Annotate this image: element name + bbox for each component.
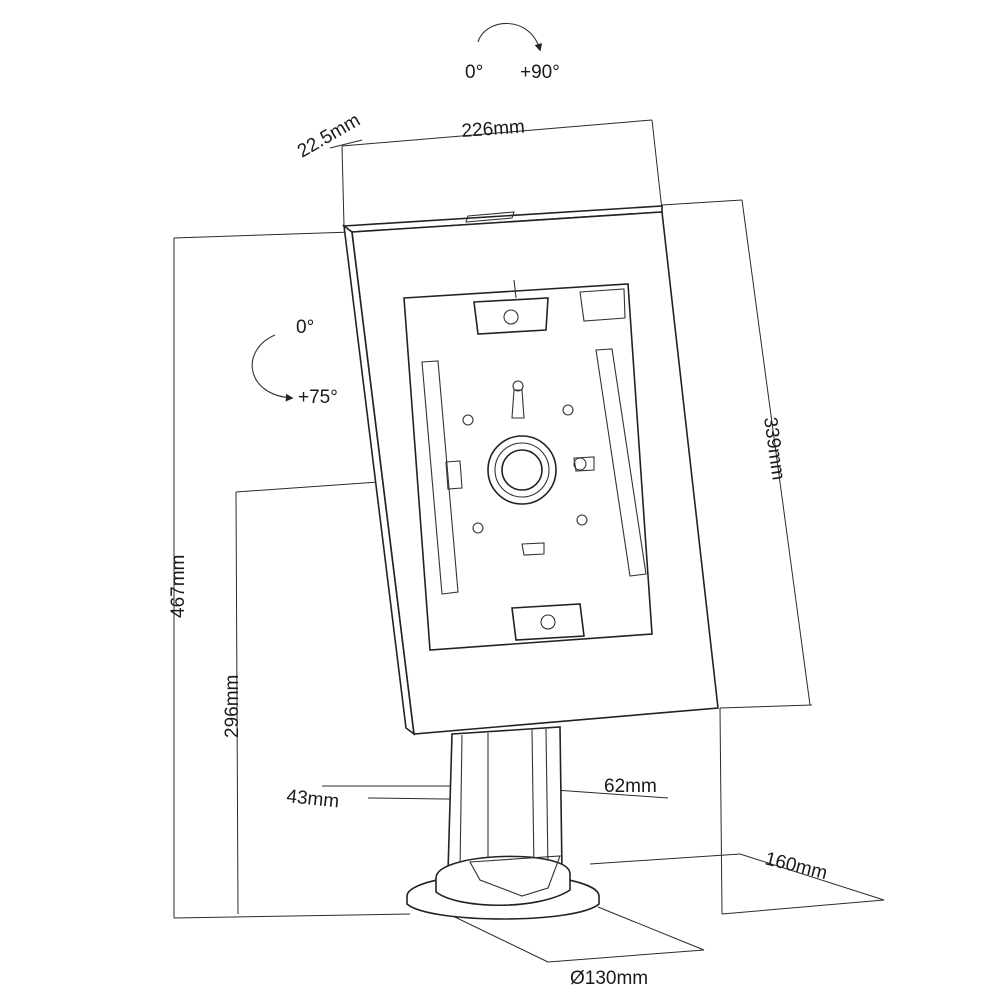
rotation-top-to-label: +90° [520,62,560,83]
bottom-clamp [511,603,585,641]
center-height-dimension-label: 296mm [222,675,243,738]
panel-height-dimension-label: 339mm [759,416,789,482]
tablet-enclosure [341,205,719,736]
depth-dimension-label: 22.5mm [294,110,364,163]
base-diameter-dimension-label: Ø130mm [570,968,648,989]
right-rail [595,348,647,577]
top-clamp [473,297,549,335]
pole-depth-dimension-label: 43mm [285,786,340,812]
base-depth-dimension-label: 160mm [763,848,830,884]
stand-base [406,855,600,920]
rotation-side-from-label: 0° [296,317,314,338]
left-rail [421,360,459,595]
center-mount-hole [501,449,543,491]
rotation-arrow-top [477,22,543,52]
width-dimension-label: 226mm [461,117,526,142]
stand-pole [447,726,563,873]
rotation-arrow-side [251,334,294,402]
pole-width-dimension-label: 62mm [604,776,657,797]
total-height-dimension-label: 467mm [168,555,189,618]
rotation-top-from-label: 0° [465,62,483,83]
rotation-side-to-label: +75° [298,387,338,408]
